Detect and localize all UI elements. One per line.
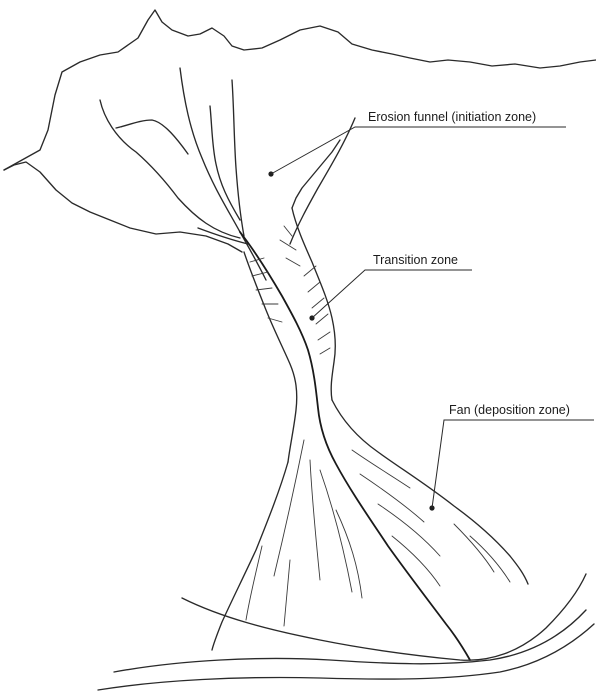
valley-floor-river-2: [98, 624, 594, 690]
transition-zone-label: Transition zone: [373, 253, 458, 267]
fan-left-edge: [212, 462, 288, 650]
channel-branch-3: [100, 100, 240, 238]
catchment-ridge-outline: [4, 10, 596, 170]
channel-branch-6: [290, 118, 355, 244]
main-channel: [240, 232, 470, 660]
left-boundary-outline: [4, 162, 242, 252]
erosion-funnel-leader: [271, 127, 566, 174]
fan-leader: [432, 420, 594, 508]
transition-zone-left-bank: [244, 252, 297, 462]
transition-zone-hatching: [250, 226, 330, 354]
erosion-funnel-label: Erosion funnel (initiation zone): [368, 110, 536, 124]
channel-branch-4: [116, 120, 188, 154]
right-boundary-outline: [292, 140, 340, 208]
channel-branch-2: [232, 80, 244, 236]
transition-zone-leader: [312, 270, 472, 318]
channel-branch-1: [180, 68, 266, 280]
valley-floor-upper: [182, 574, 586, 660]
fan-label: Fan (deposition zone): [449, 403, 570, 417]
fan-right-edge: [332, 400, 528, 584]
valley-floor-river-1: [114, 610, 586, 672]
